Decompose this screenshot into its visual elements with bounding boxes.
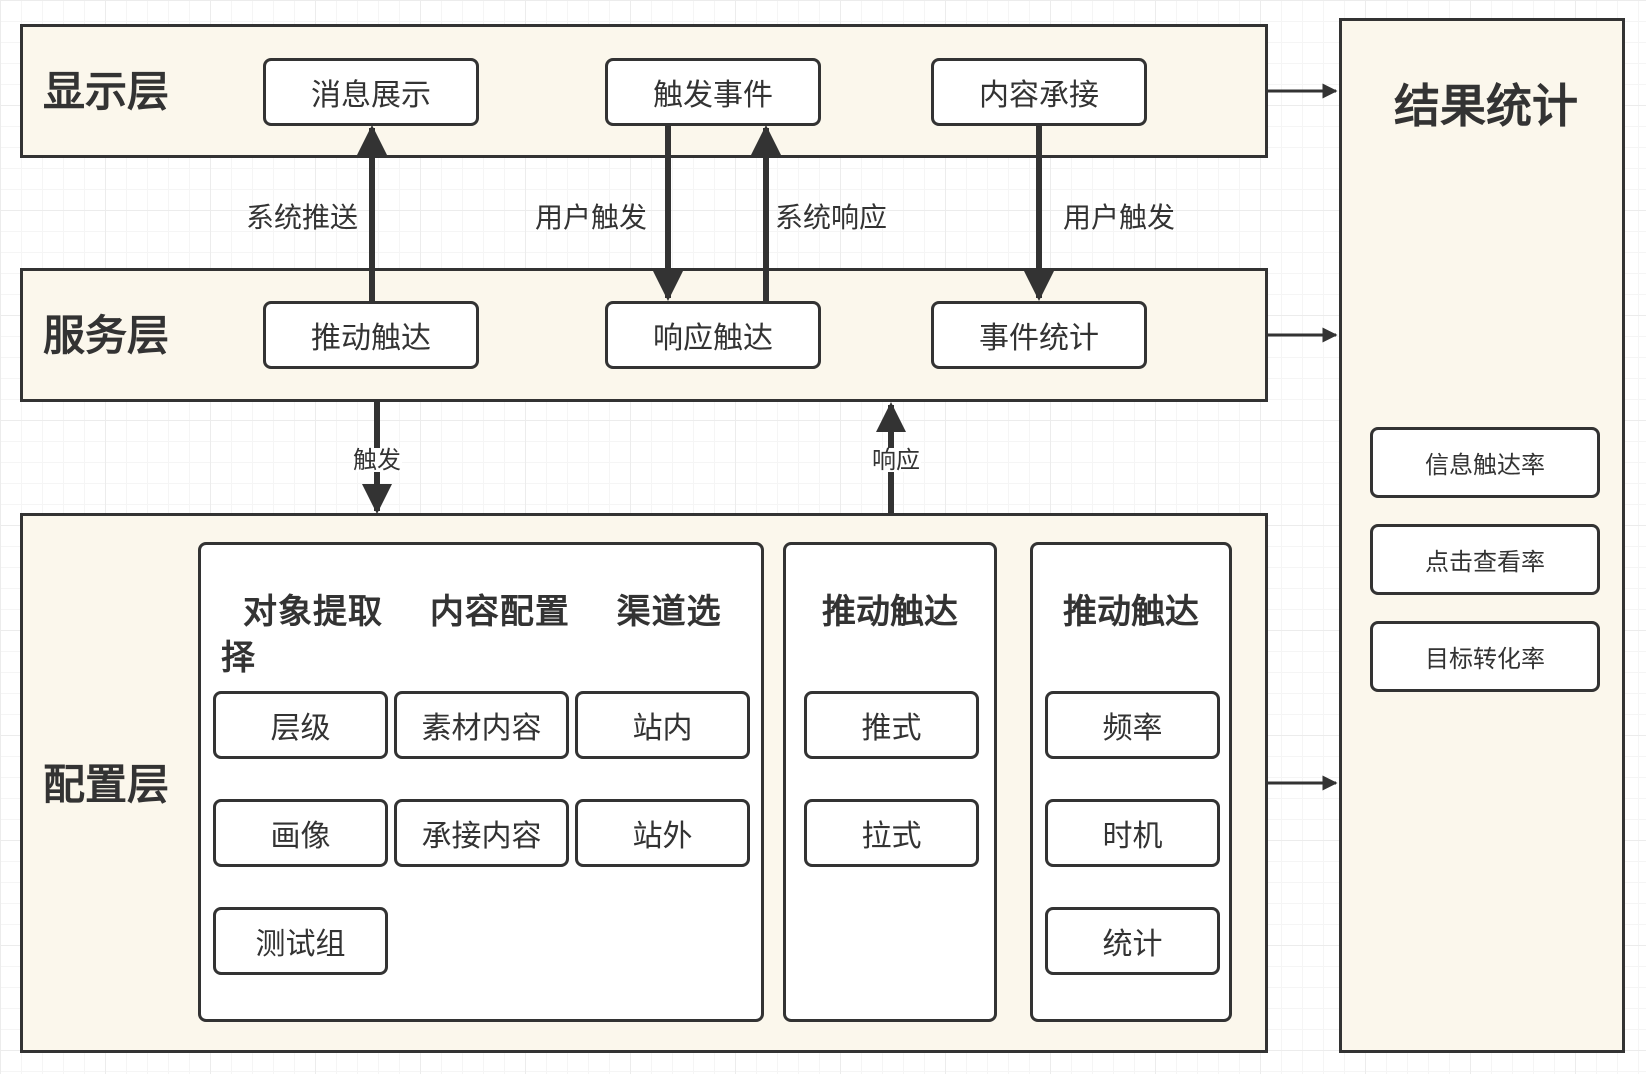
landing-content-box[interactable]: 承接内容 — [394, 799, 569, 867]
system-response-label: 系统响应 — [775, 201, 888, 234]
click-view-rate-box[interactable]: 点击查看率 — [1370, 524, 1600, 595]
config-panel-push-reach-2-title: 推动触达 — [1063, 592, 1199, 632]
frequency-box[interactable]: 频率 — [1045, 691, 1220, 759]
response-label: 响应 — [871, 446, 921, 474]
user-trigger-label-2: 用户触发 — [1063, 201, 1176, 234]
pull-mode-box[interactable]: 拉式 — [804, 799, 979, 867]
config-panel-push-reach: 推动触达 — [783, 542, 997, 1022]
material-content-box[interactable]: 素材内容 — [394, 691, 569, 759]
trigger-event-box[interactable]: 触发事件 — [605, 58, 821, 126]
off-site-box[interactable]: 站外 — [575, 799, 750, 867]
user-trigger-label-1: 用户触发 — [535, 201, 648, 234]
trigger-label: 触发 — [352, 446, 402, 474]
goal-conversion-rate-box[interactable]: 目标转化率 — [1370, 621, 1600, 692]
event-stats-box[interactable]: 事件统计 — [931, 301, 1147, 369]
content-landing-box[interactable]: 内容承接 — [931, 58, 1147, 126]
statistics-box[interactable]: 统计 — [1045, 907, 1220, 975]
response-reach-box[interactable]: 响应触达 — [605, 301, 821, 369]
push-mode-box[interactable]: 推式 — [804, 691, 979, 759]
result-layer-title: 结果统计 — [1394, 79, 1578, 133]
push-reach-box[interactable]: 推动触达 — [263, 301, 479, 369]
display-layer-title: 显示层 — [43, 67, 170, 116]
level-box[interactable]: 层级 — [213, 691, 388, 759]
info-reach-rate-box[interactable]: 信息触达率 — [1370, 427, 1600, 498]
test-group-box[interactable]: 测试组 — [213, 907, 388, 975]
in-site-box[interactable]: 站内 — [575, 691, 750, 759]
profile-box[interactable]: 画像 — [213, 799, 388, 867]
config-panel-object-content-channel-title: 对象提取 内容配置 渠道选择 — [221, 592, 722, 678]
timing-box[interactable]: 时机 — [1045, 799, 1220, 867]
service-layer-title: 服务层 — [43, 311, 170, 360]
message-display-box[interactable]: 消息展示 — [263, 58, 479, 126]
system-push-label: 系统推送 — [246, 201, 359, 234]
config-layer-title: 配置层 — [43, 760, 170, 809]
config-panel-push-reach-title: 推动触达 — [822, 592, 958, 632]
